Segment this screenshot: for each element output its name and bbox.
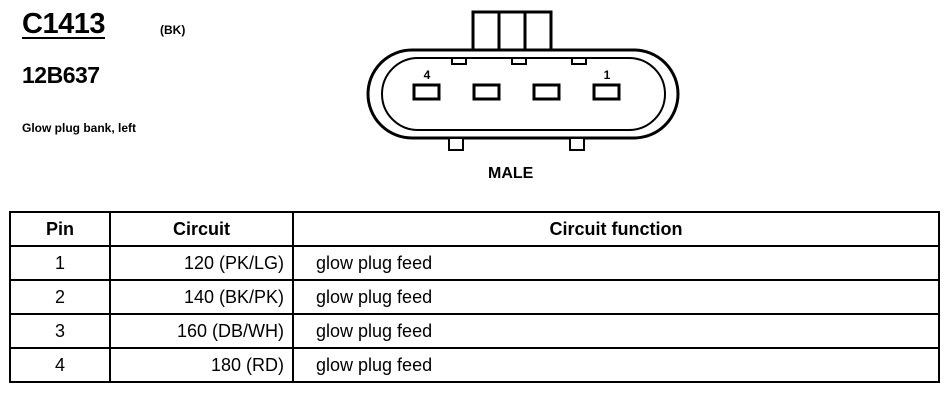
function-cell: glow plug feed: [292, 245, 940, 281]
pin-label-4: 4: [424, 68, 431, 82]
function-cell: glow plug feed: [292, 347, 940, 383]
connector-bottom-tabs: [448, 137, 585, 151]
connector-keys: [451, 57, 587, 65]
connector-id: C1413: [22, 8, 105, 40]
table-row: 3 160 (DB/WH) glow plug feed: [9, 313, 940, 349]
pin-cell: 3: [9, 313, 111, 349]
column-header-function: Circuit function: [292, 211, 940, 247]
pin-label-1: 1: [604, 68, 611, 82]
column-header-circuit: Circuit: [109, 211, 294, 247]
part-number: 12B637: [22, 62, 100, 88]
pin-cell: 1: [9, 245, 111, 281]
table-row: 1 120 (PK/LG) glow plug feed: [9, 245, 940, 281]
connector-housing-outer: [366, 48, 680, 140]
pin-cavities: [412, 83, 621, 101]
circuit-cell: 140 (BK/PK): [109, 279, 294, 315]
pin-cavity-4: [412, 83, 441, 101]
pin-cavity-2: [532, 83, 561, 101]
circuit-cell: 180 (RD): [109, 347, 294, 383]
connector-view-label: MALE: [488, 165, 534, 182]
connector-color-code: (BK): [160, 23, 186, 37]
pinout-header-row: Pin Circuit Circuit function: [9, 211, 940, 247]
circuit-cell: 120 (PK/LG): [109, 245, 294, 281]
column-header-pin: Pin: [9, 211, 111, 247]
pin-cell: 4: [9, 347, 111, 383]
connector-description: Glow plug bank, left: [22, 121, 136, 135]
circuit-cell: 160 (DB/WH): [109, 313, 294, 349]
pin-cell: 2: [9, 279, 111, 315]
pinout-table: Pin Circuit Circuit function 1 120 (PK/L…: [9, 211, 940, 383]
pin-cavity-3: [472, 83, 501, 101]
function-cell: glow plug feed: [292, 313, 940, 349]
function-cell: glow plug feed: [292, 279, 940, 315]
table-row: 4 180 (RD) glow plug feed: [9, 347, 940, 383]
connector-diagram: 4 1: [366, 10, 680, 151]
table-row: 2 140 (BK/PK) glow plug feed: [9, 279, 940, 315]
pin-cavity-1: [592, 83, 621, 101]
